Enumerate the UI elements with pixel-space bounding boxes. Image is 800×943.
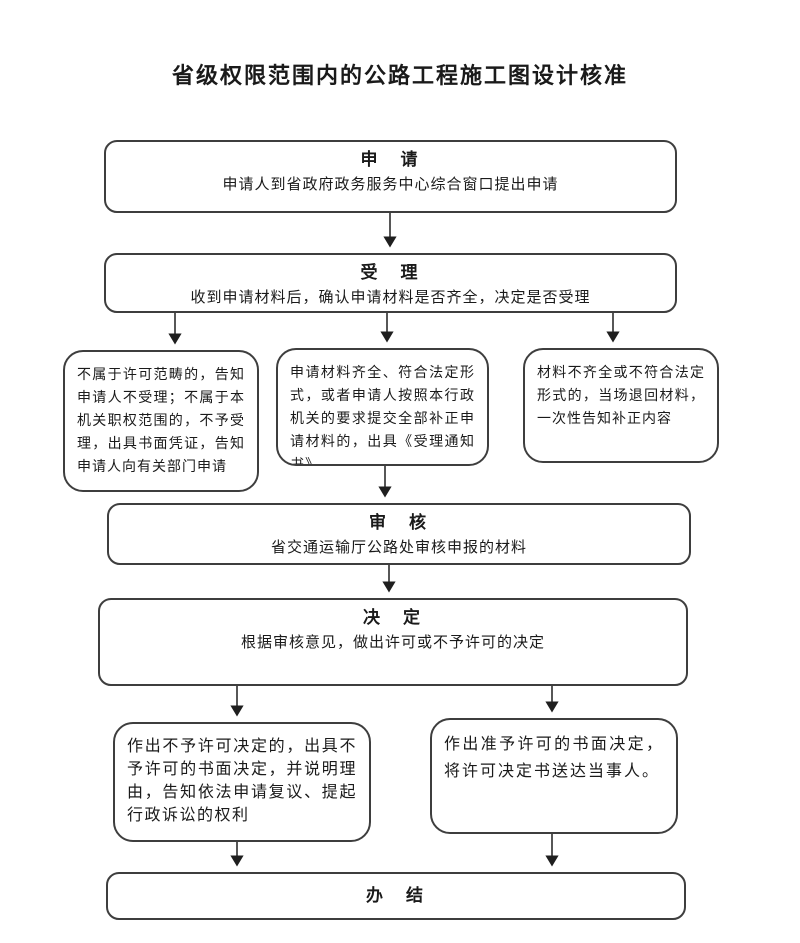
branch-complete-text: 申请材料齐全、符合法定形式，或者申请人按照本行政机关的要求提交全部补正申请材料的… xyxy=(290,364,475,466)
step-accept-desc: 收到申请材料后，确认申请材料是否齐全，决定是否受理 xyxy=(190,289,591,306)
branch-incomplete: 材料不齐全或不符合法定形式的，当场退回材料，一次性告知补正内容 xyxy=(523,348,719,463)
step-finish: 办 结 xyxy=(106,872,686,920)
step-review-desc: 省交通运输厅公路处审核申报的材料 xyxy=(270,539,527,556)
step-accept: 受 理 收到申请材料后，确认申请材料是否齐全，决定是否受理 xyxy=(104,253,677,313)
step-decide-title: 决 定 xyxy=(363,608,423,627)
step-apply-desc: 申请人到省政府政务服务中心综合窗口提出申请 xyxy=(222,176,559,193)
page-title: 省级权限范围内的公路工程施工图设计核准 xyxy=(171,63,628,88)
branch-deny: 作出不予许可决定的，出具不予许可的书面决定，并说明理由，告知依法申请复议、提起行… xyxy=(113,722,371,842)
branch-complete: 申请材料齐全、符合法定形式，或者申请人按照本行政机关的要求提交全部补正申请材料的… xyxy=(276,348,489,466)
branch-incomplete-text: 材料不齐全或不符合法定形式的，当场退回材料，一次性告知补正内容 xyxy=(537,364,705,426)
branch-not-in-scope: 不属于许可范畴的，告知申请人不受理；不属于本机关职权范围的，不予受理，出具书面凭… xyxy=(63,350,259,492)
step-decide: 决 定 根据审核意见，做出许可或不予许可的决定 xyxy=(98,598,688,686)
step-finish-title: 办 结 xyxy=(366,886,426,905)
branch-not-in-scope-text: 不属于许可范畴的，告知申请人不受理；不属于本机关职权范围的，不予受理，出具书面凭… xyxy=(77,366,245,474)
step-review: 审 核 省交通运输厅公路处审核申报的材料 xyxy=(107,503,691,565)
step-apply-title: 申 请 xyxy=(360,150,421,169)
step-apply: 申 请 申请人到省政府政务服务中心综合窗口提出申请 xyxy=(104,140,677,213)
step-decide-desc: 根据审核意见，做出许可或不予许可的决定 xyxy=(240,634,545,651)
branch-grant-text: 作出准予许可的书面决定，将许可决定书送达当事人。 xyxy=(444,736,664,780)
step-review-title: 审 核 xyxy=(369,513,429,532)
branch-deny-text: 作出不予许可决定的，出具不予许可的书面决定，并说明理由，告知依法申请复议、提起行… xyxy=(127,738,357,824)
branch-grant: 作出准予许可的书面决定，将许可决定书送达当事人。 xyxy=(430,718,678,834)
step-accept-title: 受 理 xyxy=(360,263,421,282)
